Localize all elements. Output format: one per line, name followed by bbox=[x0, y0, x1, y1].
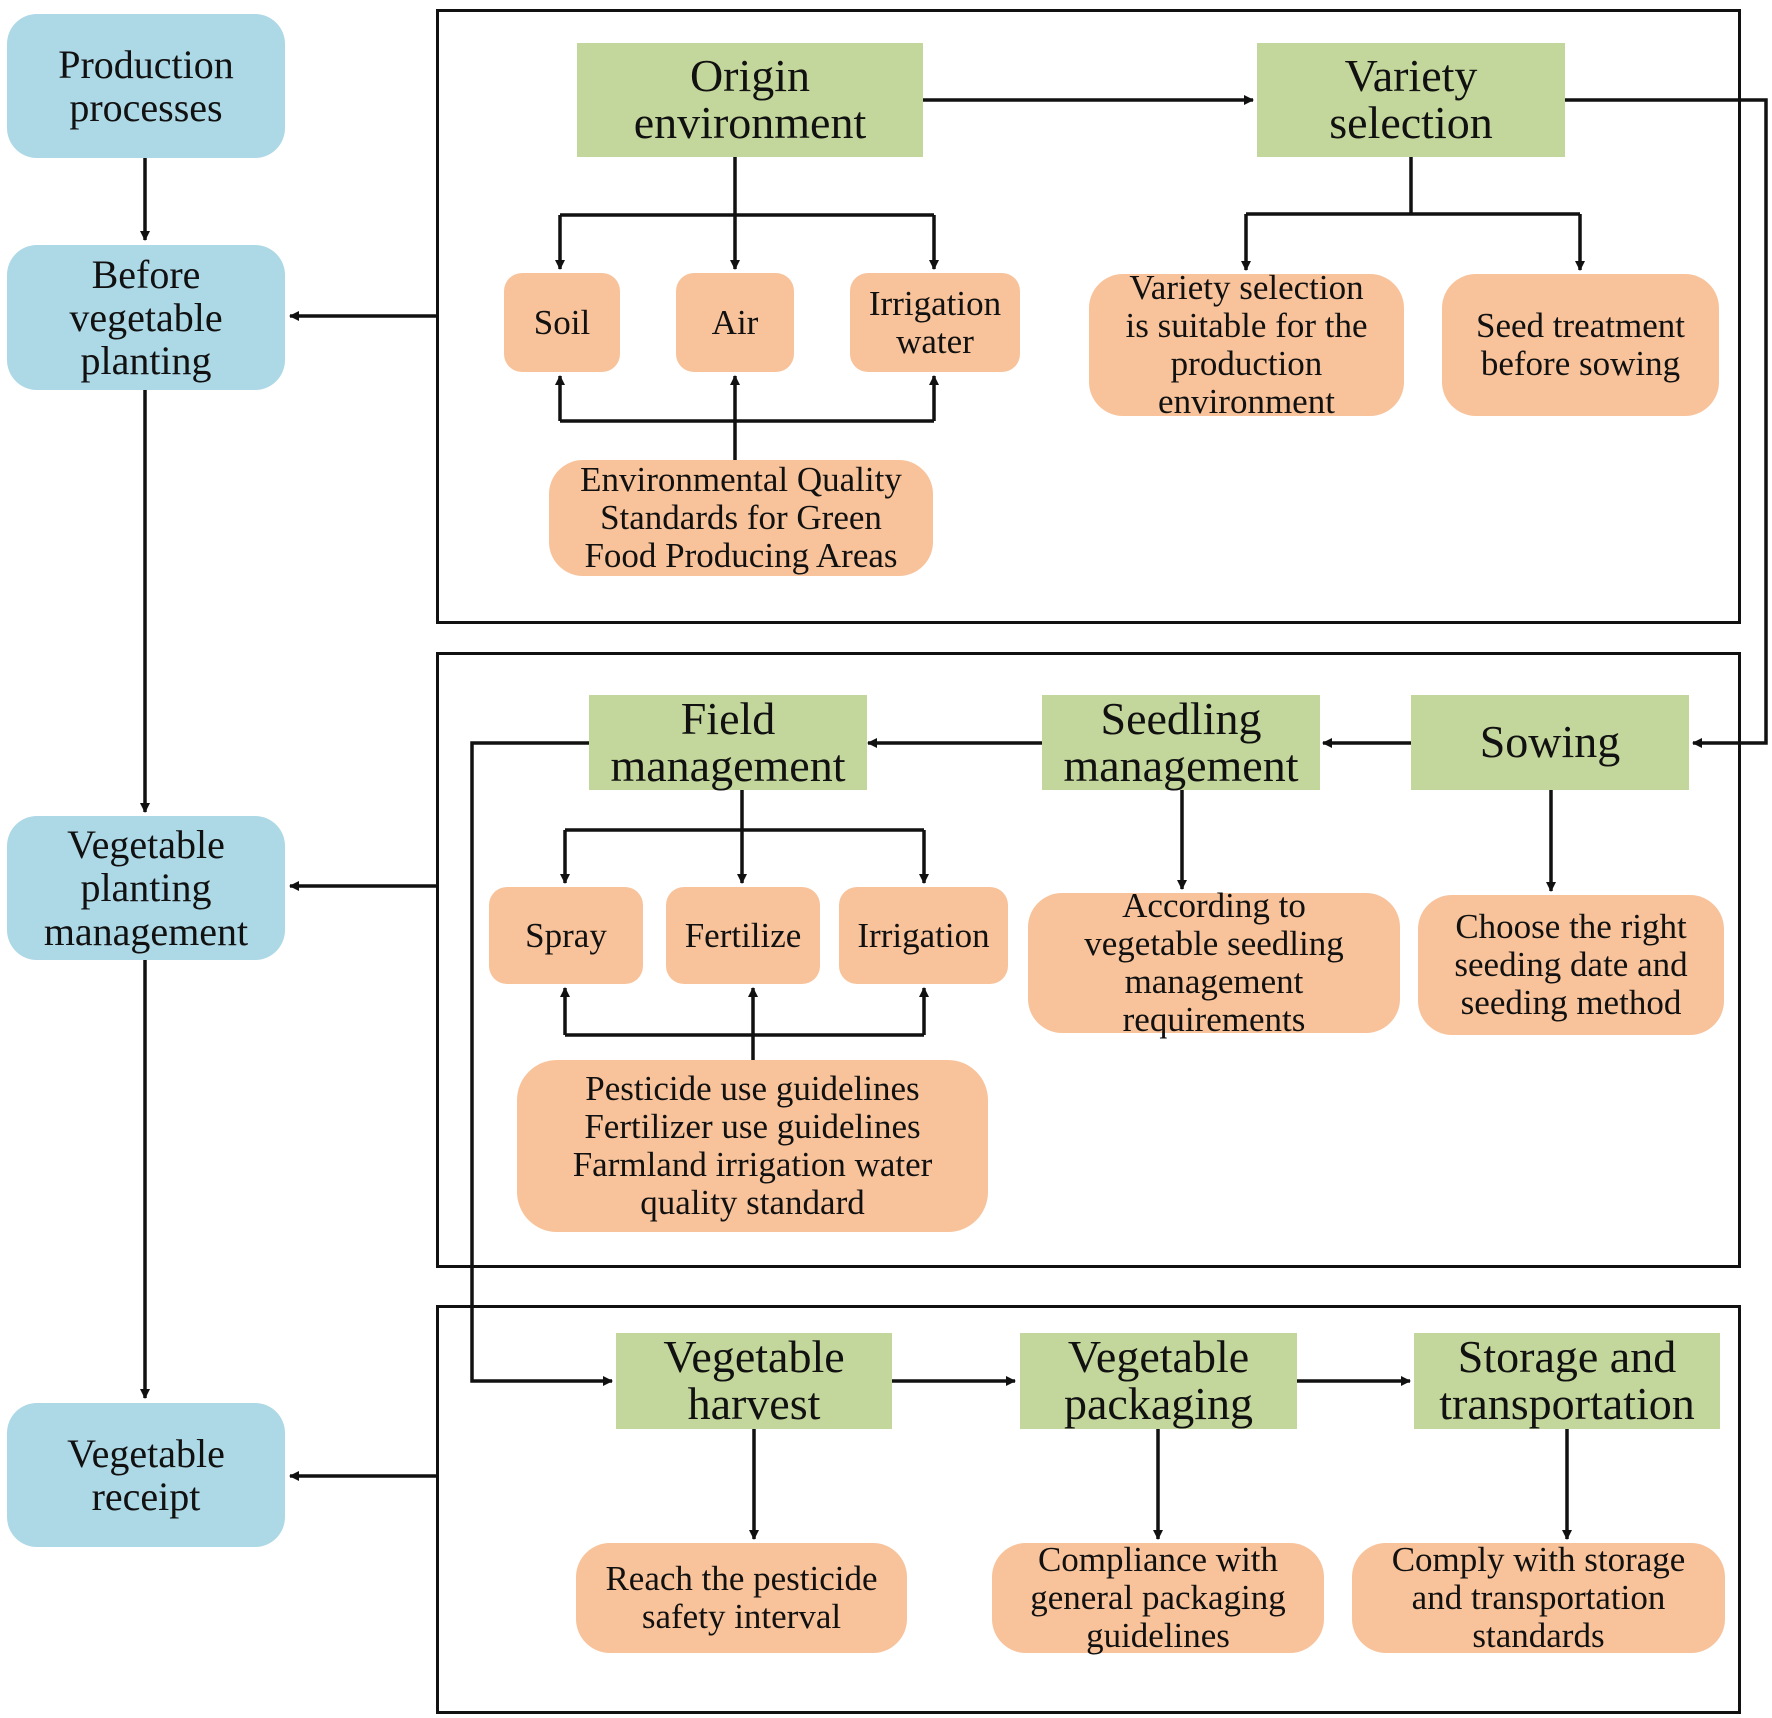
stage-production-processes: Production processes bbox=[7, 14, 285, 158]
node-irrigation: Irrigation bbox=[839, 887, 1008, 984]
node-seedling-requirements: According to vegetable seedling manageme… bbox=[1028, 887, 1400, 1038]
stage-vegetable-receipt: Vegetable receipt bbox=[7, 1403, 285, 1547]
panel-receipt bbox=[436, 1305, 1741, 1714]
node-seedling-management: Seedling management bbox=[1042, 695, 1320, 790]
node-vegetable-harvest: Vegetable harvest bbox=[616, 1333, 892, 1429]
node-variety-suitable: Variety selection is suitable for the pr… bbox=[1089, 269, 1404, 420]
node-irrigation-water: Irrigation water bbox=[850, 273, 1020, 372]
node-field-management: Field management bbox=[589, 695, 867, 790]
node-seed-treatment: Seed treatment before sowing bbox=[1442, 274, 1719, 416]
node-storage-requirements: Comply with storage and transportation s… bbox=[1352, 1541, 1725, 1654]
node-usage-guidelines: Pesticide use guidelines Fertilizer use … bbox=[517, 1060, 988, 1232]
node-sowing-requirements: Choose the right seeding date and seedin… bbox=[1418, 895, 1724, 1035]
node-spray: Spray bbox=[489, 887, 643, 984]
node-variety-selection: Variety selection bbox=[1257, 43, 1565, 157]
stage-before-planting: Before vegetable planting bbox=[7, 245, 285, 390]
node-harvest-requirements: Reach the pesticide safety interval bbox=[576, 1543, 907, 1653]
node-storage-transportation: Storage and transportation bbox=[1414, 1333, 1720, 1429]
node-vegetable-packaging: Vegetable packaging bbox=[1020, 1333, 1297, 1429]
node-sowing: Sowing bbox=[1411, 695, 1689, 790]
node-packaging-requirements: Compliance with general packaging guidel… bbox=[992, 1541, 1324, 1654]
node-fertilize: Fertilize bbox=[666, 887, 820, 984]
node-soil: Soil bbox=[504, 273, 620, 372]
node-environmental-standards: Environmental Quality Standards for Gree… bbox=[549, 460, 933, 576]
stage-planting-management: Vegetable planting management bbox=[7, 816, 285, 960]
panel-planting-management bbox=[436, 652, 1741, 1268]
node-air: Air bbox=[676, 273, 794, 372]
node-origin-environment: Origin environment bbox=[577, 43, 923, 157]
